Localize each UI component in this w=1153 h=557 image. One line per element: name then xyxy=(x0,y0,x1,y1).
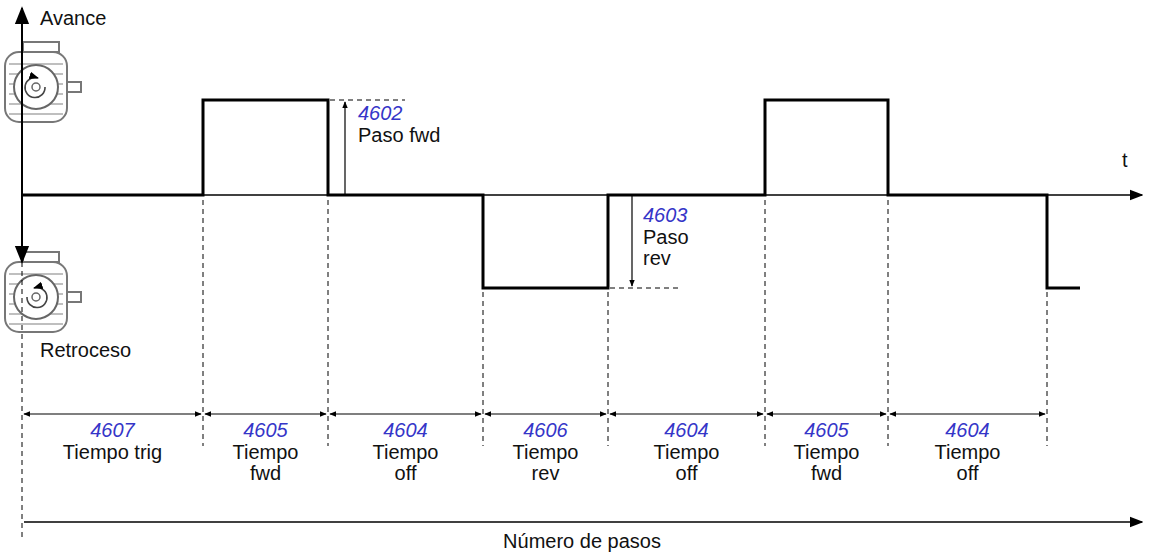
axis-label: Avance xyxy=(40,8,160,29)
axis-label: Retroceso xyxy=(40,340,180,361)
callout-number: 4604 xyxy=(608,420,765,441)
callout-number: 4603 xyxy=(643,205,723,226)
motor-forward-icon xyxy=(5,42,81,122)
callout-number: 4606 xyxy=(483,420,608,441)
fwd-step-dimension xyxy=(344,102,345,195)
time-dimensions xyxy=(24,413,1045,414)
axis-down xyxy=(21,195,23,262)
steps-label: Número de pasos xyxy=(22,531,1142,552)
callout-number: 4605 xyxy=(203,420,328,441)
time-label: Tiempo fwd xyxy=(224,442,308,484)
time-label: Tiempo fwd xyxy=(785,442,869,484)
axis-up xyxy=(21,8,23,195)
time-label: Tiempo trig xyxy=(25,442,200,463)
parameter-name: Paso fwd xyxy=(358,125,468,146)
time-label: Tiempo off xyxy=(645,442,729,484)
axis-label: t xyxy=(1122,150,1142,171)
time-label: Tiempo rev xyxy=(504,442,588,484)
steps-arrow xyxy=(24,521,1142,523)
callout-number: 4604 xyxy=(888,420,1047,441)
callout-number: 4605 xyxy=(765,420,888,441)
motor-reverse-icon xyxy=(5,252,81,332)
time-label: Tiempo off xyxy=(364,442,448,484)
time-label: Tiempo off xyxy=(926,442,1010,484)
parameter-name: Paso rev xyxy=(643,227,703,269)
dashed-guides xyxy=(22,100,1047,540)
callout-number: 4607 xyxy=(22,420,203,441)
callout-number: 4604 xyxy=(328,420,483,441)
rev-step-dimension xyxy=(631,195,632,286)
step-waveform xyxy=(22,100,1080,288)
callout-number: 4602 xyxy=(358,103,438,124)
